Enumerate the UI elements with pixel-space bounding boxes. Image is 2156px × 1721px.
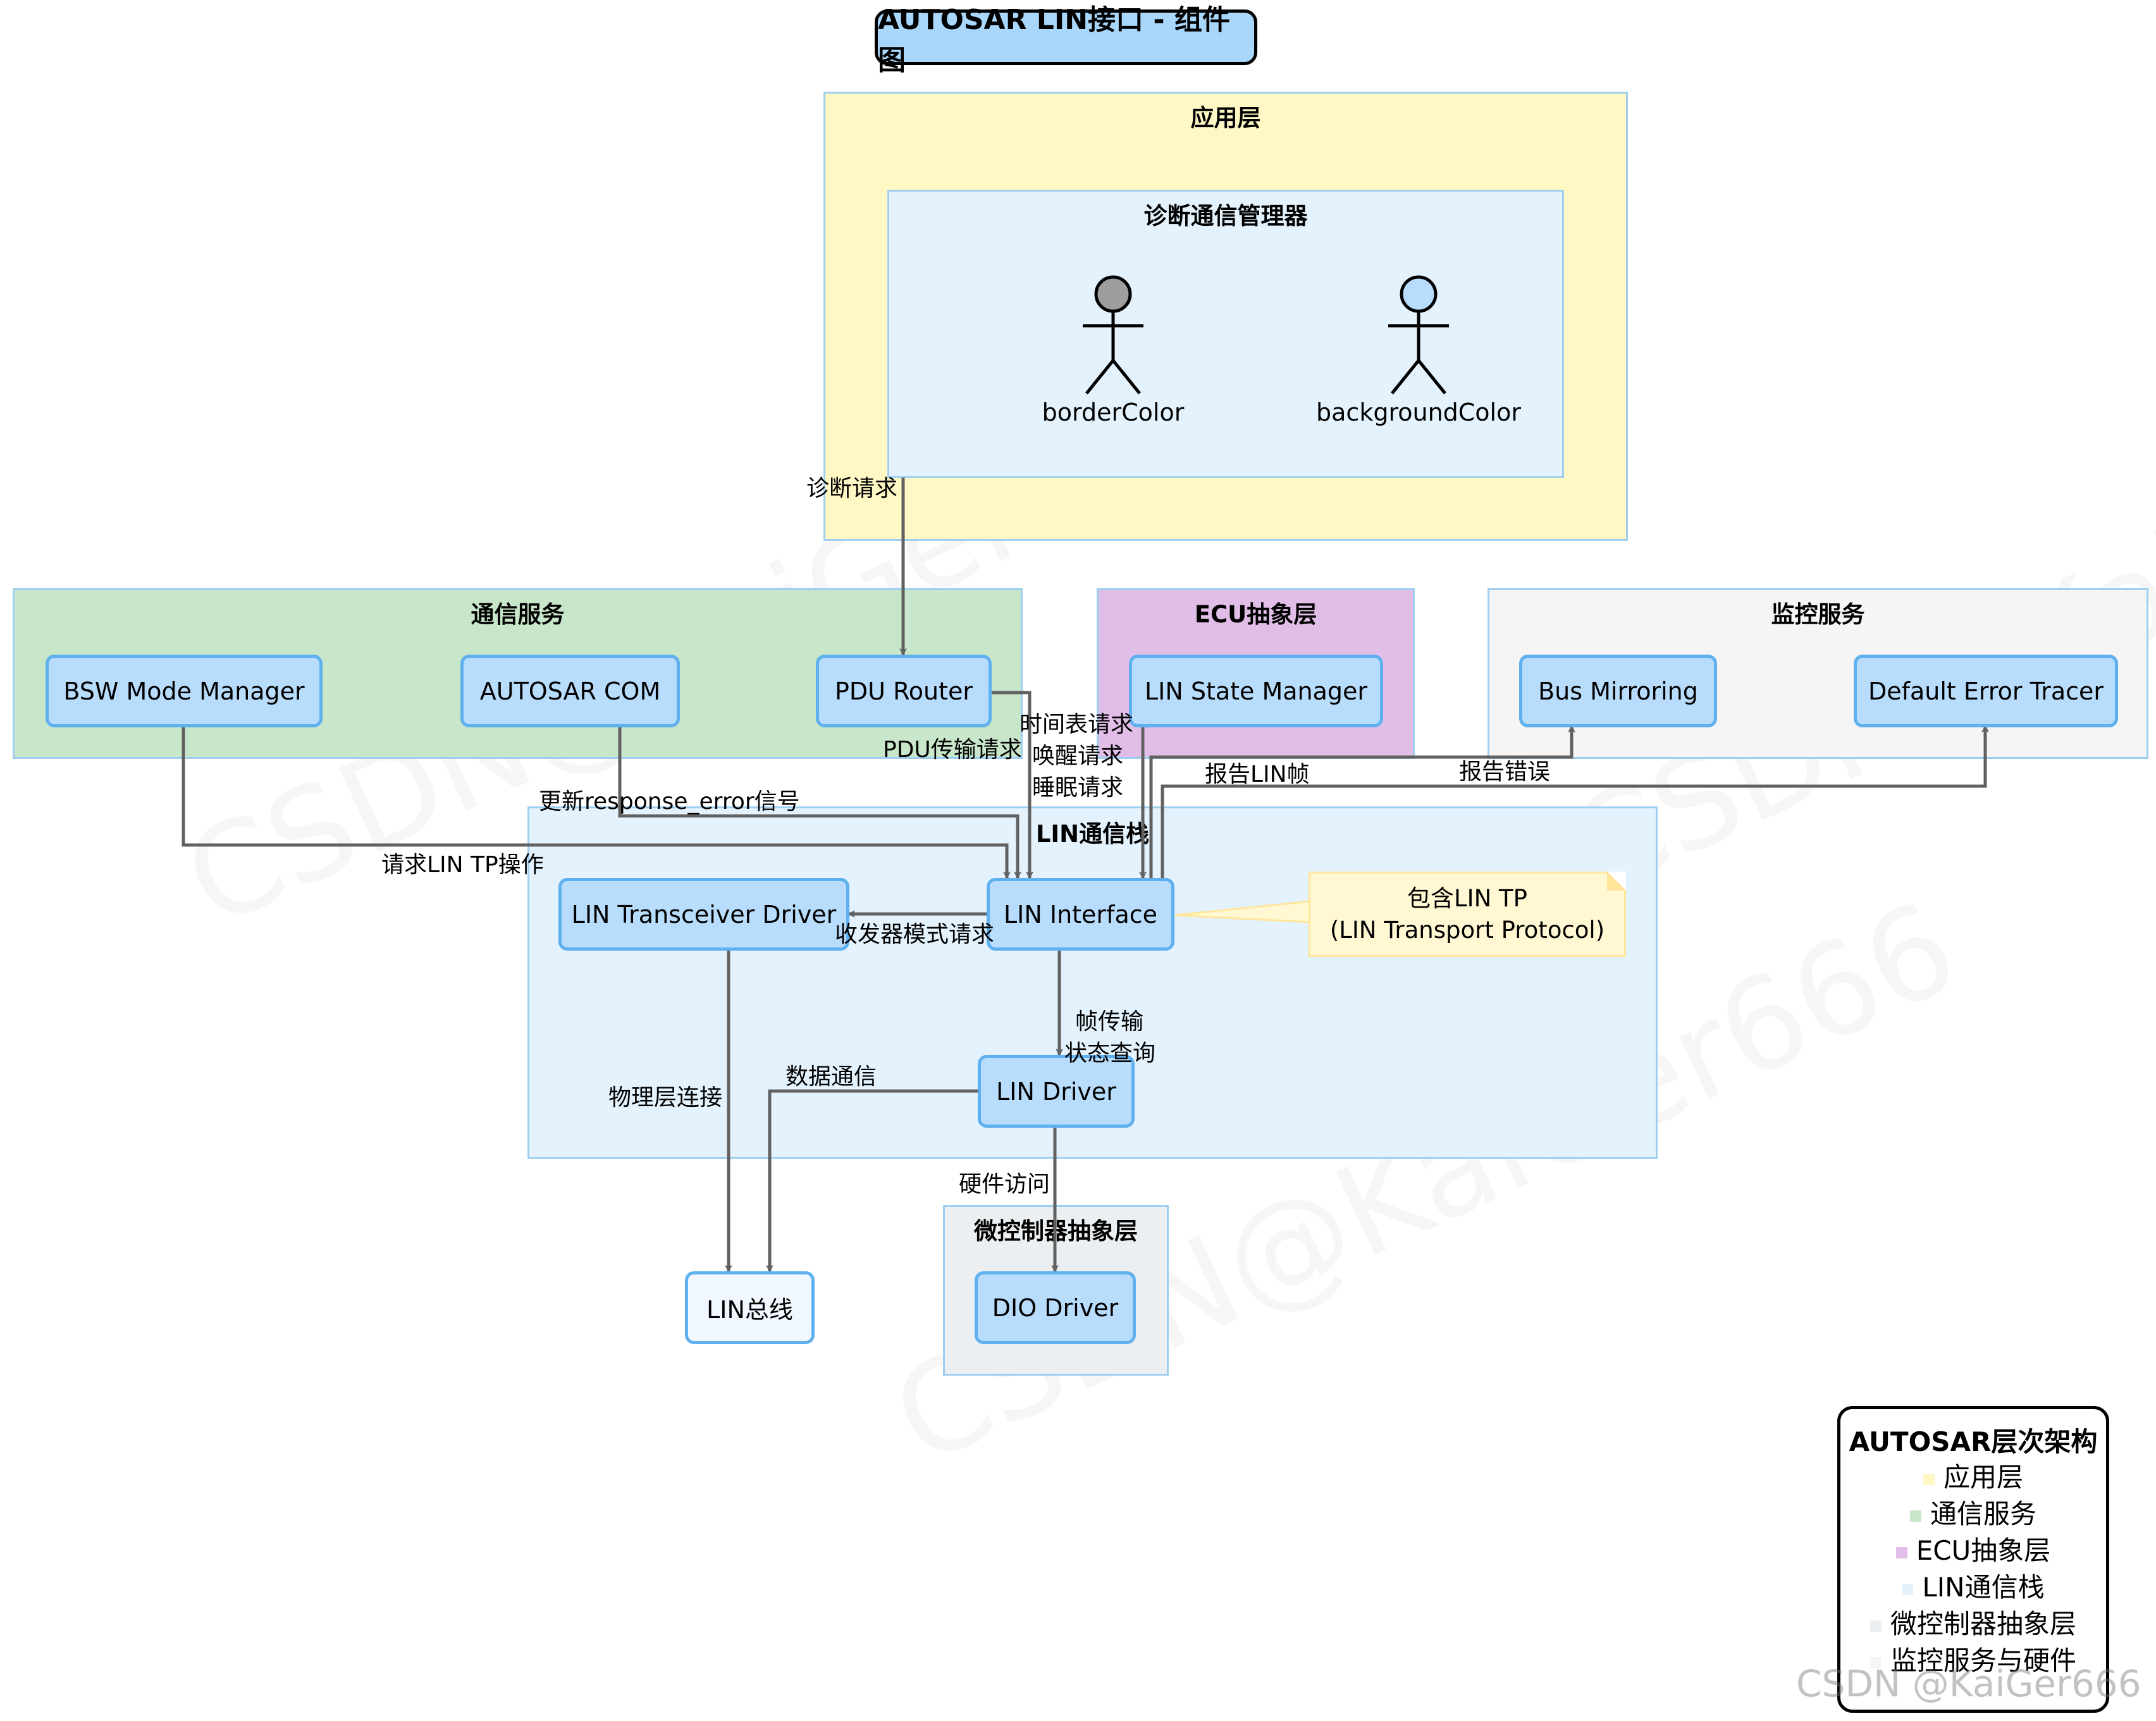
component-label: DIO Driver bbox=[992, 1293, 1119, 1322]
note-line: 包含LIN TP bbox=[1407, 884, 1527, 912]
edge-pdu-tx-request bbox=[990, 691, 1033, 879]
edge-label-schedule: 时间表请求 bbox=[1019, 712, 1134, 737]
component-autosar-com[interactable]: AUTOSAR COM bbox=[460, 655, 680, 727]
edge-label-update-response: 更新response_error信号 bbox=[539, 789, 800, 815]
legend-item: 监控服务与硬件 bbox=[1840, 1643, 2106, 1679]
actor-background-color-icon bbox=[1388, 275, 1449, 395]
legend-label: 微控制器抽象层 bbox=[1890, 1608, 2076, 1639]
component-lin-driver[interactable]: LIN Driver bbox=[978, 1055, 1135, 1128]
diagram-title: AUTOSAR LIN接口 - 组件图 bbox=[875, 4, 1257, 77]
edge-report-error bbox=[1161, 725, 1989, 878]
edge-label-lin-tp: 请求LIN TP操作 bbox=[381, 852, 544, 878]
edge-label-diag-request: 诊断请求 bbox=[806, 476, 898, 502]
edge-com-update bbox=[618, 726, 1021, 879]
component-label: AUTOSAR COM bbox=[479, 677, 661, 705]
component-label: PDU Router bbox=[835, 677, 973, 705]
component-lin-bus[interactable]: LIN总线 bbox=[685, 1271, 815, 1344]
legend-item: 微控制器抽象层 bbox=[1840, 1606, 2106, 1643]
component-lin-state-manager[interactable]: LIN State Manager bbox=[1129, 655, 1383, 727]
legend-label: ECU抽象层 bbox=[1916, 1535, 2051, 1566]
component-lin-interface[interactable]: LIN Interface bbox=[987, 878, 1174, 951]
legend-swatch bbox=[1923, 1473, 1935, 1485]
note-connector bbox=[1174, 900, 1312, 923]
note-fold bbox=[1607, 872, 1626, 891]
component-label: BSW Mode Manager bbox=[63, 677, 305, 705]
package-title: 通信服务 bbox=[471, 601, 565, 628]
package-title: LIN通信栈 bbox=[1035, 820, 1150, 848]
legend-swatch bbox=[1909, 1510, 1921, 1522]
edge-label-hw-access: 硬件访问 bbox=[959, 1171, 1050, 1197]
edge-label-physical: 物理层连接 bbox=[608, 1085, 723, 1111]
edge-label-wakeup: 唤醒请求 bbox=[1032, 743, 1124, 769]
component-label: LIN总线 bbox=[706, 1296, 793, 1324]
component-label: LIN Interface bbox=[1003, 900, 1157, 928]
package-lin-stack: LIN通信栈 bbox=[527, 806, 1658, 1159]
component-label: LIN State Manager bbox=[1144, 677, 1368, 705]
edge-label-status: 状态查询 bbox=[1064, 1040, 1156, 1066]
edge-label-sleep: 睡眠请求 bbox=[1032, 775, 1124, 801]
edge-data-comm bbox=[766, 1089, 979, 1273]
component-label: Bus Mirroring bbox=[1538, 677, 1698, 705]
edge-label-data-comm: 数据通信 bbox=[785, 1064, 877, 1090]
component-bsw-mode-manager[interactable]: BSW Mode Manager bbox=[46, 655, 323, 727]
component-dio-driver[interactable]: DIO Driver bbox=[975, 1271, 1136, 1344]
legend-item: LIN通信栈 bbox=[1840, 1569, 2106, 1606]
note-line: (LIN Transport Protocol) bbox=[1329, 916, 1605, 944]
package-diagnostic-manager: 诊断通信管理器 bbox=[887, 190, 1564, 478]
legend-label: 监控服务与硬件 bbox=[1890, 1645, 2076, 1676]
edge-label-frame-tx: 帧传输 bbox=[1075, 1009, 1144, 1035]
actor-background-color-label: backgroundColor bbox=[1316, 398, 1521, 426]
component-label: LIN Driver bbox=[996, 1077, 1116, 1106]
legend-label: 通信服务 bbox=[1930, 1498, 2036, 1529]
legend-swatch bbox=[1902, 1583, 1914, 1595]
component-default-error-tracer[interactable]: Default Error Tracer bbox=[1854, 655, 2118, 727]
legend-item: ECU抽象层 bbox=[1840, 1533, 2106, 1569]
edge-label-pdu-tx: PDU传输请求 bbox=[883, 737, 1022, 763]
package-title: 应用层 bbox=[1190, 104, 1261, 132]
note-lin-tp: 包含LIN TP (LIN Transport Protocol) bbox=[1309, 872, 1626, 957]
edge-bsw-lin-tp bbox=[182, 726, 1011, 879]
component-label: LIN Transceiver Driver bbox=[571, 900, 837, 928]
edge-label-report-error: 报告错误 bbox=[1459, 759, 1551, 785]
legend-title: AUTOSAR层次架构 bbox=[1849, 1426, 2098, 1457]
edge-label-trcv-mode: 收发器模式请求 bbox=[835, 922, 995, 947]
package-title: 监控服务 bbox=[1771, 601, 1865, 628]
edge-report-frame bbox=[1149, 725, 1575, 878]
legend-swatch bbox=[1870, 1620, 1882, 1632]
component-bus-mirroring[interactable]: Bus Mirroring bbox=[1519, 655, 1717, 727]
actor-border-color-icon bbox=[1083, 275, 1143, 395]
legend-swatch bbox=[1870, 1656, 1882, 1669]
legend-item: 通信服务 bbox=[1840, 1496, 2106, 1533]
package-title: 诊断通信管理器 bbox=[1143, 202, 1308, 230]
component-label: Default Error Tracer bbox=[1868, 677, 2104, 705]
actor-border-color-label: borderColor bbox=[1042, 398, 1185, 426]
legend-label: LIN通信栈 bbox=[1922, 1572, 2045, 1603]
package-title: ECU抽象层 bbox=[1194, 601, 1317, 628]
edge-label-report-frame: 报告LIN帧 bbox=[1205, 762, 1310, 787]
component-pdu-router[interactable]: PDU Router bbox=[816, 655, 992, 727]
component-lin-transceiver-driver[interactable]: LIN Transceiver Driver bbox=[558, 878, 849, 951]
legend-swatch bbox=[1895, 1546, 1907, 1558]
legend: AUTOSAR层次架构 应用层 通信服务 ECU抽象层 LIN通信栈 微控制器抽… bbox=[1837, 1406, 2109, 1713]
legend-item: 应用层 bbox=[1840, 1459, 2106, 1496]
credit-watermark: CSDN @KaiGer666 bbox=[1796, 1662, 2141, 1705]
legend-label: 应用层 bbox=[1943, 1462, 2023, 1493]
